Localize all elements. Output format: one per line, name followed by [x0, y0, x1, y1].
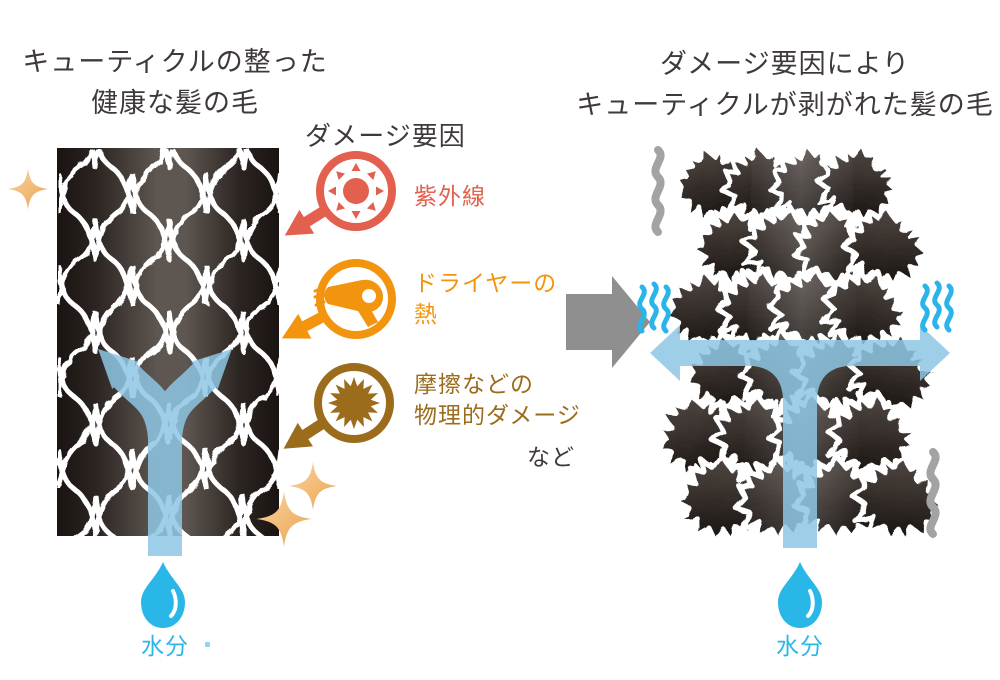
right-title-line1: ダメージ要因により [659, 49, 911, 79]
moisture-escaping-arrow-icon [650, 325, 950, 548]
dryer-magnifier-icon [281, 259, 396, 339]
left-hair-title: キューティクルの整った 健康な髪の毛 [10, 42, 340, 124]
hairdryer-icon [313, 279, 383, 327]
moisture-label-right: 水分 [776, 633, 824, 659]
friction-magnifier-icon [283, 363, 394, 449]
dryer-heat-label: ドライヤーの 熱 [414, 270, 558, 327]
sparkle-icon [289, 462, 337, 510]
right-arrow-icon [566, 276, 650, 368]
left-title-line1: キューティクルの整った [22, 47, 328, 77]
moisture-label-left: 水分 [141, 633, 189, 659]
dot-mark [205, 642, 210, 647]
right-title-line2: キューティクルが剥がれた髪の毛 [576, 90, 994, 120]
moisture-retained-arrow-icon [98, 348, 232, 556]
starburst-icon [328, 377, 380, 429]
sparkle-icon [7, 168, 49, 210]
frizz-squiggle-icon [930, 452, 935, 534]
moisture-waves-icon [923, 283, 952, 330]
left-title-line2: 健康な髪の毛 [91, 88, 259, 118]
etc-label: など [527, 444, 575, 470]
right-hair-title: ダメージ要因により キューティクルが剥がれた髪の毛 [552, 44, 1000, 126]
uv-magnifier-icon [284, 151, 396, 236]
frizz-squiggle-icon [655, 150, 660, 232]
water-drop-icon [139, 560, 187, 630]
friction-damage-label: 摩擦などの 物理的ダメージ [414, 371, 581, 428]
sun-icon [328, 163, 384, 219]
healthy-hair-shaft [57, 148, 279, 536]
water-drop-icon [776, 560, 824, 630]
damage-factors-heading: ダメージ要因 [305, 121, 466, 151]
uv-label: 紫外線 [414, 183, 486, 209]
